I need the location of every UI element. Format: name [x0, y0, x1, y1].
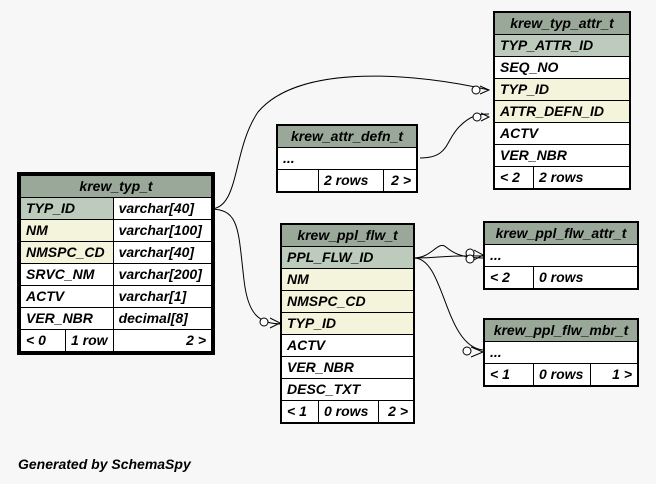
column-type: decimal[8] [112, 307, 213, 330]
column-type: varchar[100] [112, 219, 213, 242]
columns-ellipsis: ... [484, 244, 638, 267]
row-count: 2 rows [318, 169, 384, 192]
column-desc-txt: DESC_TXT [281, 378, 414, 401]
table-title[interactable]: krew_ppl_flw_attr_t [484, 222, 638, 245]
column-nm: NM [20, 219, 114, 242]
table-krew-typ-t[interactable]: krew_typ_t TYP_ID varchar[40] NM varchar… [17, 172, 215, 355]
column-nm: NM [281, 268, 414, 291]
row-count: 1 row [65, 329, 114, 352]
column-nmspc-cd: NMSPC_CD [281, 290, 414, 313]
column-ver-nbr: VER_NBR [281, 356, 414, 379]
column-typ-id: TYP_ID [494, 78, 630, 101]
edge-ppl-flw-to-attr-2 [413, 244, 484, 259]
edge-end-circle [471, 85, 481, 95]
column-type: varchar[200] [112, 263, 213, 286]
column-nmspc-cd: NMSPC_CD [20, 241, 114, 264]
children-link[interactable]: 2 > [383, 169, 417, 192]
crows-foot [470, 346, 485, 358]
crows-foot [269, 317, 282, 329]
column-ver-nbr: VER_NBR [494, 144, 630, 167]
column-actv: ACTV [20, 285, 114, 308]
parents-link[interactable]: < 2 [494, 166, 534, 189]
column-typ-attr-id: TYP_ATTR_ID [494, 34, 630, 57]
column-ver-nbr: VER_NBR [20, 307, 114, 330]
edge-attr-defn-to-typ-attr [419, 113, 490, 159]
column-ppl-flw-id: PPL_FLW_ID [281, 246, 414, 269]
row-count: 0 rows [533, 363, 591, 386]
table-krew-attr-defn-t[interactable]: krew_attr_defn_t ... 2 rows 2 > [276, 124, 418, 193]
column-actv: ACTV [494, 122, 630, 145]
children-link[interactable]: 2 > [378, 400, 414, 423]
column-attr-defn-id: ATTR_DEFN_ID [494, 100, 630, 123]
edge-end-circle [259, 317, 269, 327]
column-actv: ACTV [281, 334, 414, 357]
table-krew-ppl-flw-t[interactable]: krew_ppl_flw_t PPL_FLW_ID NM NMSPC_CD TY… [280, 223, 415, 424]
crows-foot [473, 249, 485, 261]
table-krew-ppl-flw-attr-t[interactable]: krew_ppl_flw_attr_t ... < 2 0 rows [483, 221, 639, 290]
table-title[interactable]: krew_ppl_flw_t [281, 224, 414, 247]
parents-link[interactable]: < 1 [281, 400, 319, 423]
column-type: varchar[1] [112, 285, 213, 308]
table-title[interactable]: krew_attr_defn_t [277, 125, 417, 148]
column-srvc-nm: SRVC_NM [20, 263, 114, 286]
table-krew-typ-attr-t[interactable]: krew_typ_attr_t TYP_ATTR_ID SEQ_NO TYP_I… [493, 11, 631, 190]
row-count: 0 rows [533, 266, 638, 289]
edge-end-circle [465, 248, 475, 258]
row-count: 2 rows [533, 166, 630, 189]
generated-by-label: Generated by SchemaSpy [18, 456, 191, 472]
parents-link[interactable]: < 0 [20, 329, 66, 352]
children-link[interactable]: 2 > [112, 329, 213, 352]
column-seq-no: SEQ_NO [494, 56, 630, 79]
table-title[interactable]: krew_typ_t [20, 175, 212, 198]
columns-ellipsis: ... [277, 147, 417, 170]
parents-link[interactable]: < 2 [484, 266, 534, 289]
column-typ-id: TYP_ID [20, 197, 114, 220]
children-link[interactable]: 1 > [590, 363, 638, 386]
column-type: varchar[40] [112, 197, 213, 220]
table-krew-ppl-flw-mbr-t[interactable]: krew_ppl_flw_mbr_t ... < 1 0 rows 1 > [483, 318, 639, 387]
edge-end-circle [472, 112, 482, 122]
edge-typ-to-ppl-flw [209, 208, 281, 325]
columns-ellipsis: ... [484, 341, 638, 364]
parents-link[interactable]: < 1 [484, 363, 534, 386]
column-typ-id: TYP_ID [281, 312, 414, 335]
parents-link[interactable] [277, 169, 319, 192]
table-title[interactable]: krew_ppl_flw_mbr_t [484, 319, 638, 342]
table-title[interactable]: krew_typ_attr_t [494, 12, 630, 35]
row-count: 0 rows [318, 400, 379, 423]
crows-foot [480, 112, 491, 122]
crows-foot [479, 85, 491, 95]
edge-ppl-flw-to-mbr [413, 257, 484, 351]
column-type: varchar[40] [112, 241, 213, 264]
edge-end-circle [462, 346, 472, 356]
edge-end-circle [465, 254, 475, 264]
edge-ppl-flw-to-attr [413, 255, 484, 259]
